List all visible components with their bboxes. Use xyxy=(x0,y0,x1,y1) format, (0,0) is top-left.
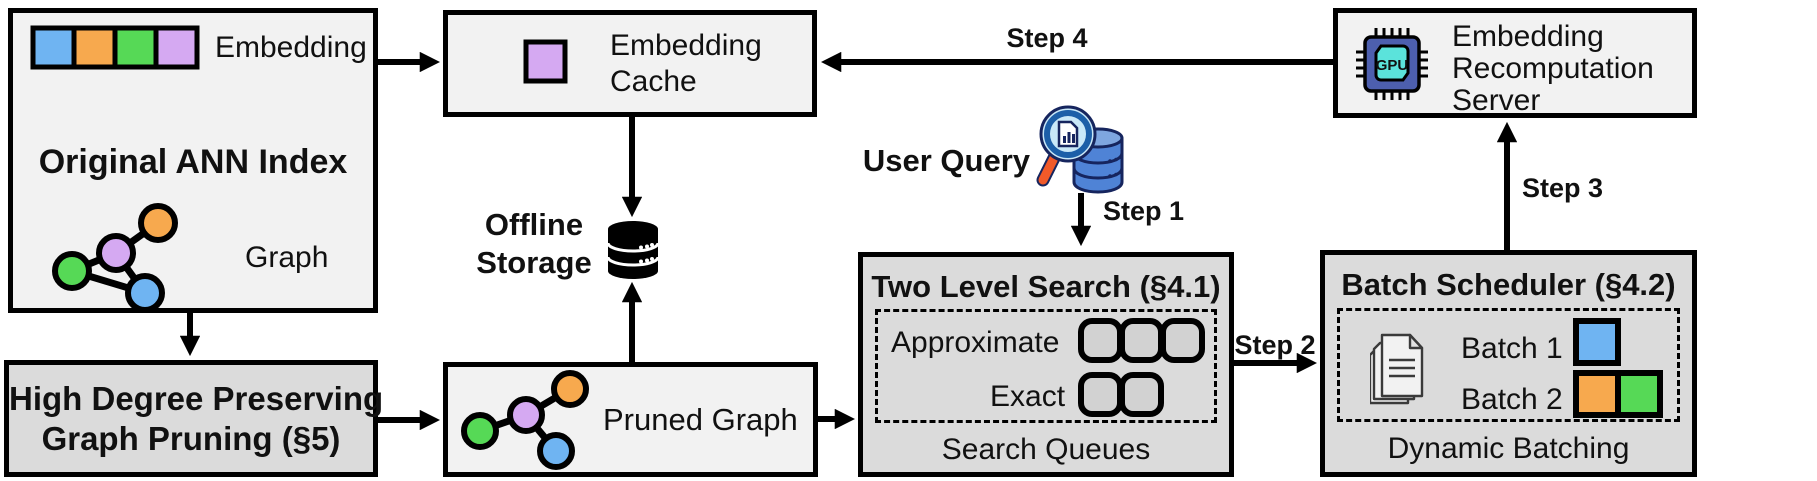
batch1-item-icons xyxy=(1573,318,1621,366)
recomputation-server-box: GPU Embedding Recomputation Server xyxy=(1333,8,1697,118)
cache-chip-purple xyxy=(523,39,568,84)
step3-label: Step 3 xyxy=(1522,173,1604,203)
graph-icon xyxy=(52,203,178,313)
pruned-node-green xyxy=(461,412,499,450)
batch1-chip-blue xyxy=(1573,318,1621,366)
pruned-node-orange xyxy=(551,370,589,408)
server-title-line1: Embedding xyxy=(1452,20,1604,53)
graph-node-orange xyxy=(138,203,178,243)
embedding-chip-green xyxy=(112,25,159,70)
batch1-label: Batch 1 xyxy=(1461,332,1563,365)
server-title-line2: Recomputation xyxy=(1452,52,1654,85)
batch2-label: Batch 2 xyxy=(1461,383,1563,416)
recomputation-server-title: Embedding Recomputation Server xyxy=(1452,21,1654,117)
search-queues-panel: Approximate Exact xyxy=(875,309,1217,423)
step2-label: Step 2 xyxy=(1234,330,1316,360)
pruned-graph-box: Pruned Graph xyxy=(443,362,818,477)
original-ann-index-box: Embedding Original ANN Index Graph xyxy=(8,8,378,313)
gpu-chip-label: GPU xyxy=(1376,57,1409,74)
approximate-queue-icons xyxy=(1078,318,1205,363)
graph-node-purple xyxy=(96,233,136,273)
high-degree-pruning-line2: Graph Pruning (§5) xyxy=(41,420,341,457)
high-degree-pruning-title: High Degree Preserving Graph Pruning (§5… xyxy=(9,379,384,459)
embedding-cache-line2: Cache xyxy=(610,65,697,98)
search-queues-caption: Search Queues xyxy=(941,433,1151,466)
graph-label: Graph xyxy=(245,241,329,274)
embedding-vector-icon xyxy=(30,25,200,70)
server-title-line3: Server xyxy=(1452,84,1541,117)
two-level-search-title: Two Level Search (§4.1) xyxy=(871,269,1221,304)
graph-node-green xyxy=(52,251,92,291)
high-degree-pruning-box: High Degree Preserving Graph Pruning (§5… xyxy=(4,360,384,477)
pruned-node-blue xyxy=(537,432,575,470)
embedding-cache-line1: Embedding xyxy=(610,29,762,62)
batch2-chip-green xyxy=(1615,370,1663,418)
queue-slot-icon xyxy=(1078,372,1123,417)
original-ann-index-title: Original ANN Index xyxy=(38,143,348,181)
batch2-item-icons xyxy=(1573,370,1663,418)
pruned-graph-title: Pruned Graph xyxy=(603,402,798,437)
user-query-label: User Query xyxy=(862,143,1030,178)
embedding-label: Embedding xyxy=(215,31,367,64)
user-query-search-icon xyxy=(1036,105,1124,194)
embedding-chip-purple xyxy=(153,25,200,70)
queue-slot-icon xyxy=(1119,318,1164,363)
pruned-node-purple xyxy=(507,396,545,434)
database-storage-icon xyxy=(606,221,660,279)
batch-scheduler-title: Batch Scheduler (§4.2) xyxy=(1341,267,1676,302)
offline-storage-line2: Storage xyxy=(476,245,592,280)
offline-storage-line1: Offline xyxy=(484,207,584,242)
dynamic-batching-caption: Dynamic Batching xyxy=(1387,432,1630,465)
pruned-graph-icon xyxy=(461,370,589,470)
graph-node-blue xyxy=(125,273,165,313)
queue-slot-icon xyxy=(1160,318,1205,363)
queue-slot-icon xyxy=(1119,372,1164,417)
two-level-search-box: Two Level Search (§4.1) Approximate Exac… xyxy=(858,252,1234,477)
embedding-chip-blue xyxy=(30,25,77,70)
batch-scheduler-box: Batch Scheduler (§4.2) Batch 1 Ba xyxy=(1320,250,1697,477)
embedding-chip-orange xyxy=(71,25,118,70)
exact-label: Exact xyxy=(990,380,1066,413)
step1-label: Step 1 xyxy=(1103,196,1185,226)
documents-icon xyxy=(1370,333,1424,405)
approximate-label: Approximate xyxy=(891,326,1060,359)
offline-storage-label: Offline Storage xyxy=(458,206,610,282)
queue-slot-icon xyxy=(1078,318,1123,363)
embedding-cache-box: Embedding Cache xyxy=(443,10,817,117)
exact-queue-icons xyxy=(1078,372,1164,417)
cached-embedding-icon xyxy=(523,39,568,84)
high-degree-pruning-line1: High Degree Preserving xyxy=(9,380,384,417)
step4-label: Step 4 xyxy=(1006,23,1088,53)
dynamic-batching-panel: Batch 1 Batch 2 xyxy=(1337,308,1680,422)
batch2-chip-orange xyxy=(1573,370,1621,418)
gpu-chip-icon: GPU xyxy=(1356,28,1428,100)
embedding-cache-title: Embedding Cache xyxy=(610,28,762,100)
